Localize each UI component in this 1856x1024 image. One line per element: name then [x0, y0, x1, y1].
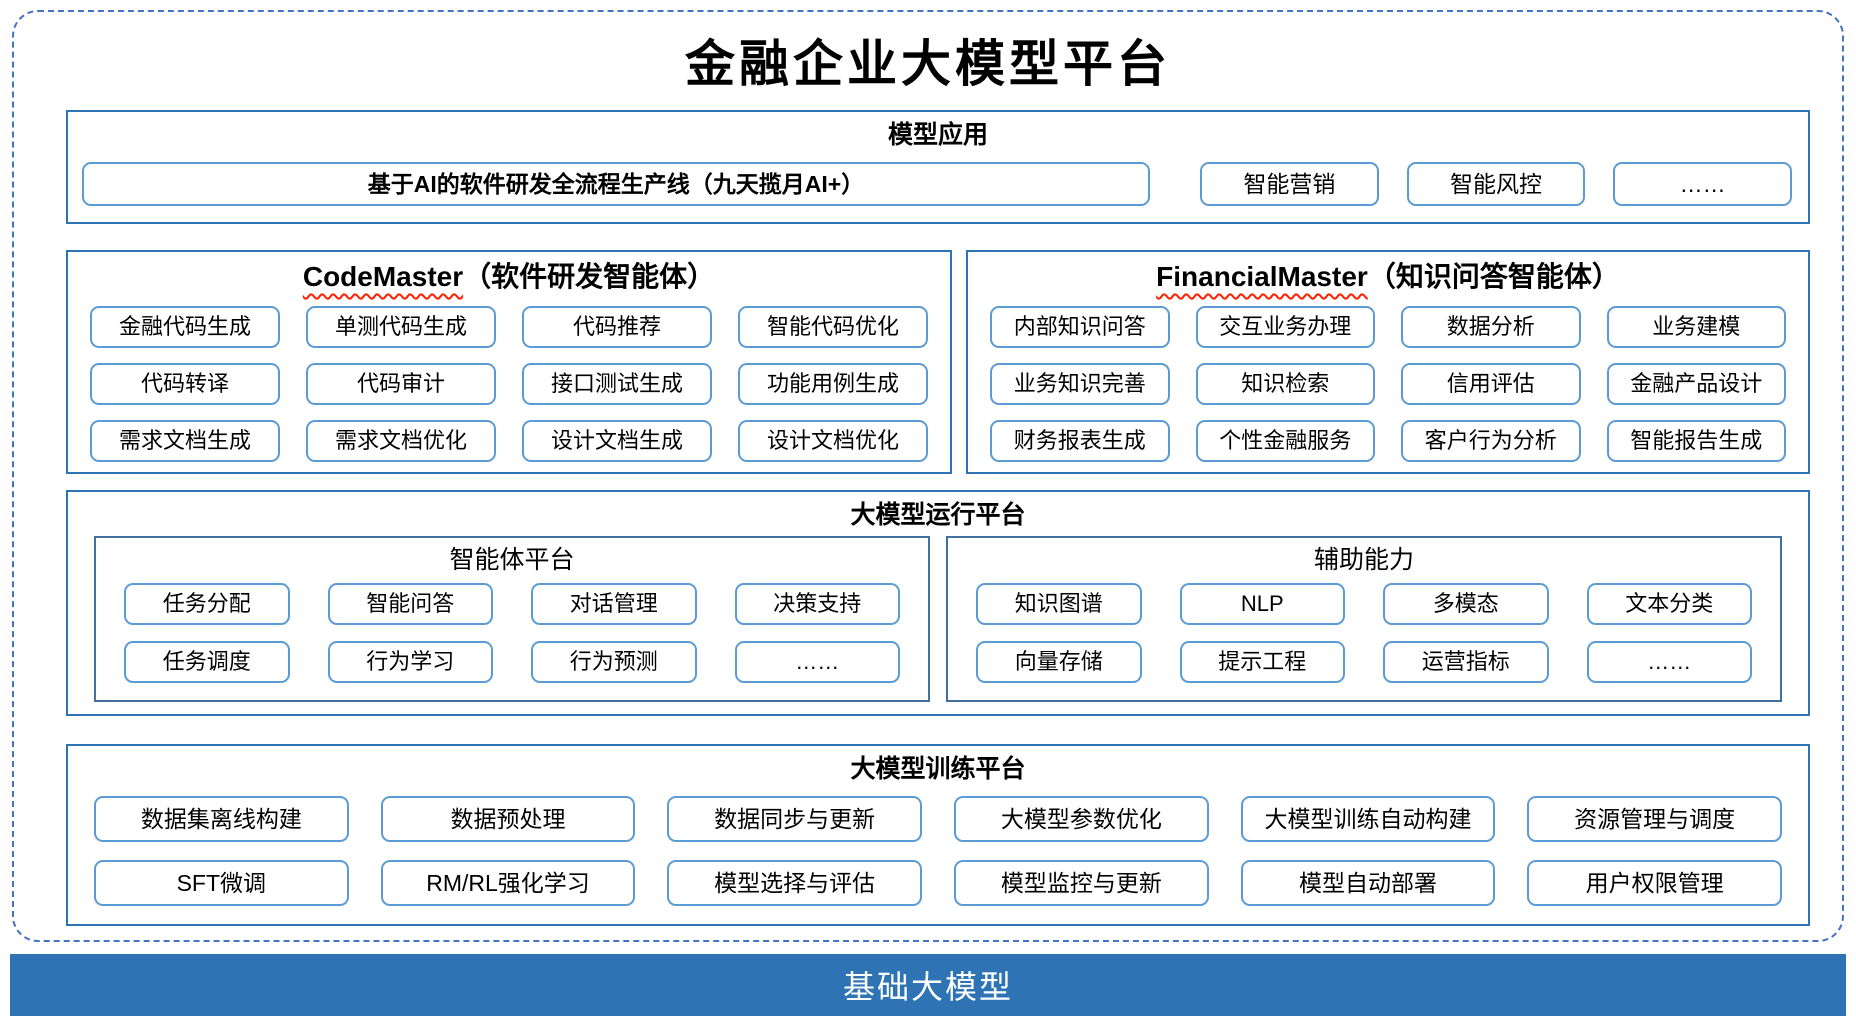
codemaster-item: 单测代码生成: [306, 306, 496, 348]
agent-platform-grid: 任务分配 智能问答 对话管理 决策支持 任务调度 行为学习 行为预测 ……: [96, 575, 928, 683]
subpanel-agent-platform: 智能体平台 任务分配 智能问答 对话管理 决策支持 任务调度 行为学习 行为预测…: [94, 536, 930, 702]
financialmaster-item: 内部知识问答: [990, 306, 1170, 348]
auxiliary-item: ……: [1586, 641, 1752, 683]
subpanel-header-auxiliary: 辅助能力: [1313, 546, 1414, 574]
agent-platform-item: ……: [734, 641, 900, 683]
section-model-applications: 模型应用 基于AI的软件研发全流程生产线（九天揽月AI+） 智能营销 智能风控 …: [66, 110, 1810, 224]
auxiliary-item: 文本分类: [1586, 583, 1752, 625]
financialmaster-item: 个性金融服务: [1195, 420, 1375, 462]
foundation-model-bar: 基础大模型: [10, 954, 1846, 1016]
financialmaster-item: 客户行为分析: [1401, 420, 1581, 462]
agent-platform-item: 行为预测: [531, 641, 697, 683]
codemaster-item: 需求文档生成: [90, 420, 280, 462]
foundation-model-label: 基础大模型: [842, 969, 1013, 1005]
app-item-ellipsis: ……: [1613, 162, 1793, 206]
training-item: 模型选择与评估: [667, 860, 922, 906]
auxiliary-item: 向量存储: [976, 641, 1142, 683]
training-item: RM/RL强化学习: [380, 860, 636, 906]
section-runtime-platform: 大模型运行平台 智能体平台 任务分配 智能问答 对话管理 决策支持 任务调度 行…: [66, 490, 1810, 716]
subpanel-header-agent-platform: 智能体平台: [449, 546, 575, 574]
agent-platform-item: 决策支持: [734, 583, 900, 625]
app-item-ai-pipeline: 基于AI的软件研发全流程生产线（九天揽月AI+）: [82, 162, 1150, 206]
codemaster-item: 代码审计: [306, 363, 496, 405]
applications-row: 基于AI的软件研发全流程生产线（九天揽月AI+） 智能营销 智能风控 ……: [68, 150, 1808, 206]
codemaster-item: 金融代码生成: [90, 306, 280, 348]
agent-platform-item: 智能问答: [327, 583, 493, 625]
section-training-platform: 大模型训练平台 数据集离线构建 数据预处理 数据同步与更新 大模型参数优化 大模…: [66, 744, 1810, 926]
section-header-training: 大模型训练平台: [850, 755, 1026, 783]
app-item-risk-control: 智能风控: [1406, 162, 1586, 206]
auxiliary-item: 多模态: [1383, 583, 1549, 625]
auxiliary-item: 运营指标: [1383, 641, 1549, 683]
panel-codemaster: CodeMaster（软件研发智能体） 金融代码生成 单测代码生成 代码推荐 智…: [66, 250, 952, 474]
codemaster-item: 代码转译: [90, 363, 280, 405]
auxiliary-item: 知识图谱: [976, 583, 1142, 625]
training-item: 大模型参数优化: [954, 796, 1209, 842]
panel-header-financialmaster: FinancialMaster（知识问答智能体）: [968, 252, 1808, 294]
financialmaster-title-en: FinancialMaster: [1156, 261, 1368, 292]
codemaster-grid: 金融代码生成 单测代码生成 代码推荐 智能代码优化 代码转译 代码审计 接口测试…: [68, 294, 950, 462]
financialmaster-item: 数据分析: [1401, 306, 1581, 348]
section-header-runtime: 大模型运行平台: [850, 501, 1026, 529]
training-item: 模型监控与更新: [954, 860, 1209, 906]
panel-financialmaster: FinancialMaster（知识问答智能体） 内部知识问答 交互业务办理 数…: [966, 250, 1810, 474]
financialmaster-title-zh: （知识问答智能体）: [1367, 261, 1620, 292]
codemaster-item: 需求文档优化: [306, 420, 496, 462]
financialmaster-item: 业务知识完善: [990, 363, 1170, 405]
auxiliary-grid: 知识图谱 NLP 多模态 文本分类 向量存储 提示工程 运营指标 ……: [948, 575, 1780, 683]
codemaster-item: 功能用例生成: [738, 363, 928, 405]
section-header-model-applications: 模型应用: [887, 121, 988, 149]
codemaster-title-en: CodeMaster: [302, 261, 464, 292]
codemaster-item: 智能代码优化: [738, 306, 928, 348]
financialmaster-item: 知识检索: [1195, 363, 1375, 405]
runtime-subpanels: 智能体平台 任务分配 智能问答 对话管理 决策支持 任务调度 行为学习 行为预测…: [68, 530, 1808, 702]
codemaster-item: 设计文档生成: [522, 420, 712, 462]
training-item: 数据同步与更新: [667, 796, 922, 842]
subpanel-auxiliary-capabilities: 辅助能力 知识图谱 NLP 多模态 文本分类 向量存储 提示工程 运营指标 ……: [946, 536, 1782, 702]
financialmaster-item: 智能报告生成: [1606, 420, 1786, 462]
training-item: 用户权限管理: [1527, 860, 1782, 906]
training-item: 数据预处理: [380, 796, 636, 842]
financialmaster-item: 交互业务办理: [1195, 306, 1375, 348]
training-item: 大模型训练自动构建: [1240, 796, 1496, 842]
training-item: 数据集离线构建: [94, 796, 349, 842]
diagram-title: 金融企业大模型平台: [685, 34, 1171, 93]
outer-dashed-border: [12, 10, 1844, 942]
codemaster-item: 接口测试生成: [522, 363, 712, 405]
panel-header-codemaster: CodeMaster（软件研发智能体）: [68, 252, 950, 294]
agent-platform-item: 行为学习: [327, 641, 493, 683]
auxiliary-item: NLP: [1179, 583, 1345, 625]
agent-platform-item: 任务调度: [124, 641, 290, 683]
financialmaster-item: 业务建模: [1606, 306, 1786, 348]
agent-platform-item: 任务分配: [124, 583, 290, 625]
codemaster-item: 设计文档优化: [738, 420, 928, 462]
agent-platform-item: 对话管理: [531, 583, 697, 625]
training-item: SFT微调: [94, 860, 349, 906]
training-grid: 数据集离线构建 数据预处理 数据同步与更新 大模型参数优化 大模型训练自动构建 …: [68, 784, 1808, 906]
financialmaster-grid: 内部知识问答 交互业务办理 数据分析 业务建模 业务知识完善 知识检索 信用评估…: [968, 294, 1808, 462]
training-item: 资源管理与调度: [1527, 796, 1782, 842]
app-item-marketing: 智能营销: [1200, 162, 1379, 206]
financialmaster-item: 信用评估: [1401, 363, 1581, 405]
auxiliary-item: 提示工程: [1179, 641, 1345, 683]
codemaster-title-zh: （软件研发智能体）: [463, 261, 716, 292]
training-item: 模型自动部署: [1240, 860, 1496, 906]
financialmaster-item: 财务报表生成: [990, 420, 1170, 462]
financialmaster-item: 金融产品设计: [1606, 363, 1786, 405]
codemaster-item: 代码推荐: [522, 306, 712, 348]
